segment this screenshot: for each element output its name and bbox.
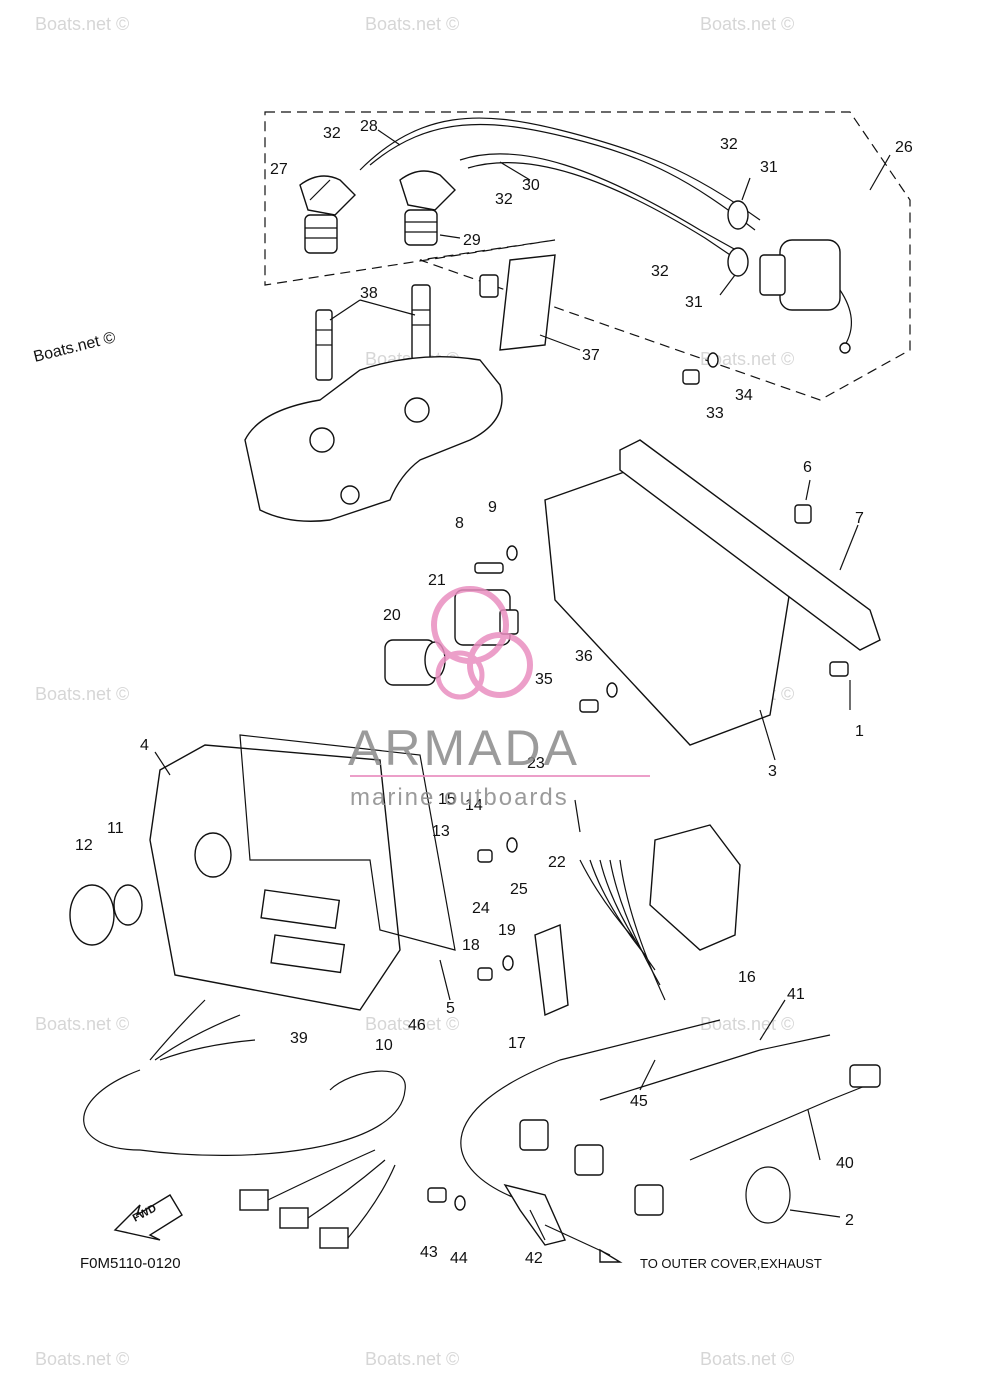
part-label: 3 (768, 763, 777, 780)
exhaust-note: TO OUTER COVER,EXHAUST (640, 1256, 822, 1271)
bolt (427, 1187, 447, 1203)
watermark: Boats.net © (700, 1349, 794, 1369)
cable-tie (745, 1166, 791, 1224)
part-label: 21 (428, 572, 446, 589)
part-label: 42 (525, 1250, 543, 1267)
part-label: 13 (432, 823, 450, 840)
part-label: 25 (510, 881, 528, 898)
watermark: Boats.net © (365, 1014, 459, 1034)
part-label: 22 (548, 854, 566, 871)
part-label: 39 (290, 1030, 308, 1047)
watermark: Boats.net © (700, 14, 794, 34)
part-label: 32 (323, 125, 341, 142)
armada-logo: ARMADA marine outboards (348, 586, 650, 811)
part-label: 2 (845, 1212, 854, 1229)
part-label: 31 (760, 159, 778, 176)
part-label: 24 (472, 900, 490, 917)
part-label: 10 (375, 1037, 393, 1054)
ignition-coil (727, 200, 852, 354)
connectors (239, 1149, 396, 1249)
watermark: Boats.net © (700, 1014, 794, 1034)
watermark: Boats.net © (700, 349, 794, 369)
hardware (474, 352, 849, 981)
watermark: Boats.net © (35, 1349, 129, 1369)
part-label: 20 (383, 607, 401, 624)
wire-harness (149, 859, 666, 1061)
part-label: 9 (488, 499, 497, 516)
lead-wire (83, 1069, 406, 1156)
part-label: 23 (527, 755, 545, 772)
part-label: 5 (446, 1000, 455, 1017)
part-label: 34 (735, 387, 753, 404)
mounting-bracket (619, 439, 881, 651)
part-label: 45 (630, 1093, 648, 1110)
part-label: 32 (651, 263, 669, 280)
holder (534, 924, 569, 1017)
part-label: 17 (508, 1035, 526, 1052)
part-label: 29 (463, 232, 481, 249)
part-labels: 1 2 3 4 5 6 7 8 9 10 11 12 13 14 15 16 1… (75, 118, 913, 1267)
part-label: 8 (455, 515, 464, 532)
part-label: 7 (855, 510, 864, 527)
o-ring (113, 884, 143, 926)
high-tension-wires (359, 117, 761, 266)
bracket (499, 254, 556, 351)
part-label: 4 (140, 737, 149, 754)
brand-tagline: marine outboards (350, 784, 569, 811)
part-label: 35 (535, 671, 553, 688)
part-label: 14 (465, 797, 483, 814)
part-label: 44 (450, 1250, 468, 1267)
thermo-switch (503, 1183, 623, 1263)
sensor-leads (460, 1019, 881, 1216)
spark-plug-1 (315, 309, 333, 381)
cdi-unit (649, 824, 741, 951)
part-label: 26 (895, 139, 913, 156)
part-label: 33 (706, 405, 724, 422)
fwd-arrow: FWD (113, 1194, 183, 1241)
spark-plug-2 (411, 284, 431, 361)
washer (454, 1195, 466, 1211)
watermark: Boats.net © (35, 14, 129, 34)
part-label: 19 (498, 922, 516, 939)
part-label: 38 (360, 285, 378, 302)
part-label: 6 (803, 459, 812, 476)
leader-lines (154, 129, 891, 1241)
part-label: 30 (522, 177, 540, 194)
brand-name: ARMADA (348, 720, 580, 776)
cap (69, 884, 115, 946)
part-label: 32 (495, 191, 513, 208)
watermark: Boats.net © (35, 1014, 129, 1034)
gasket (239, 734, 456, 951)
watermark: Boats.net © (365, 14, 459, 34)
plug-cap-2 (399, 170, 456, 246)
part-label: 32 (720, 136, 738, 153)
watermark: Boats.net © (35, 684, 129, 704)
cylinder-head (244, 355, 503, 522)
part-label: 40 (836, 1155, 854, 1172)
part-label: 46 (408, 1017, 426, 1034)
part-label: 11 (107, 820, 124, 837)
part-label: 15 (438, 791, 456, 808)
part-label: 18 (462, 937, 480, 954)
source-label: Boats.net © (32, 329, 118, 366)
part-label: 1 (855, 723, 864, 740)
clip (479, 274, 499, 298)
part-label: 28 (360, 118, 378, 135)
part-label: 12 (75, 837, 93, 854)
part-label: 37 (582, 347, 600, 364)
part-label: 31 (685, 294, 703, 311)
plug-cap-1 (299, 175, 356, 254)
part-label: 16 (738, 969, 756, 986)
part-label: 41 (787, 986, 805, 1003)
coil-assembly-outline (264, 111, 911, 401)
part-label: 36 (575, 648, 593, 665)
watermark: Boats.net © (365, 1349, 459, 1369)
part-label: 43 (420, 1244, 438, 1261)
part-label: 27 (270, 161, 288, 178)
figure-code: F0M5110-0120 (80, 1255, 181, 1272)
